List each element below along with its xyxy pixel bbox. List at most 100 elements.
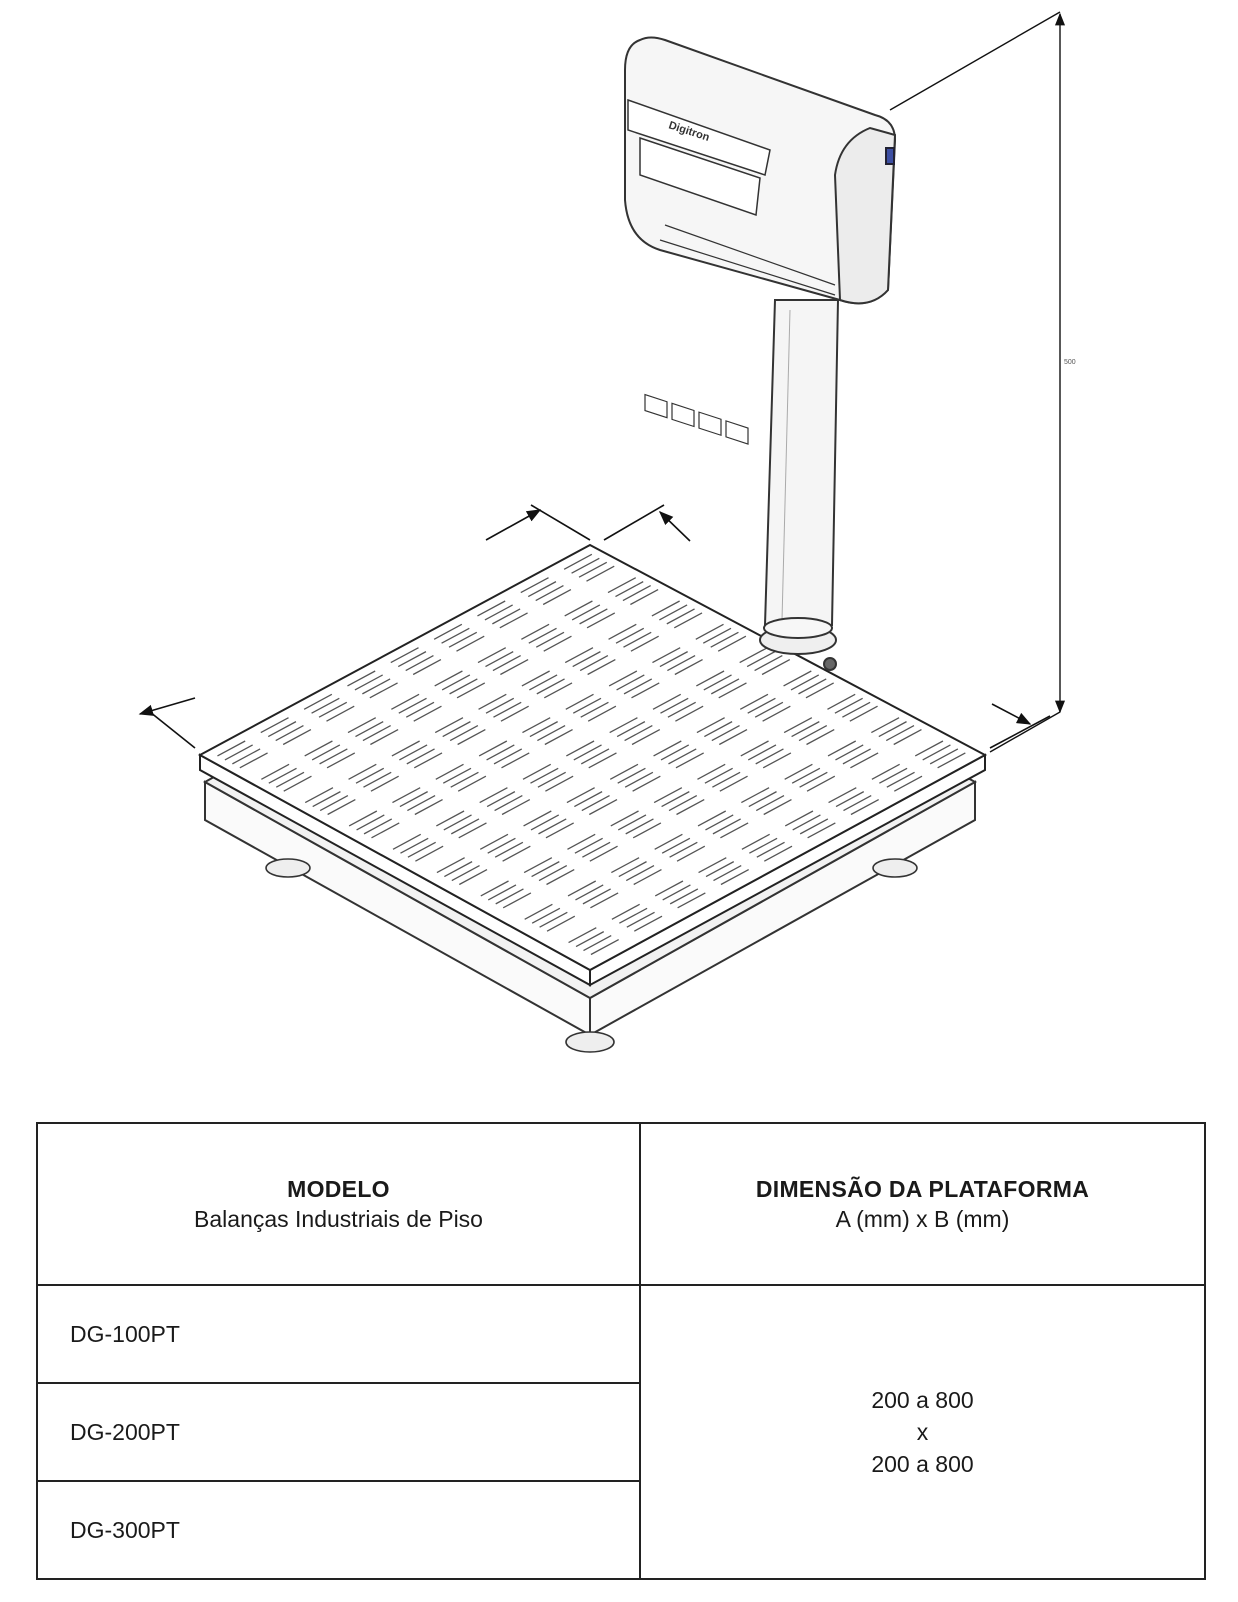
- tread-slot: [668, 795, 698, 812]
- tread-slot: [575, 931, 605, 948]
- tread-slot: [457, 775, 487, 792]
- tread-slot: [937, 752, 966, 769]
- tread-slot: [529, 674, 558, 691]
- tread-slot: [567, 880, 597, 897]
- tread-slot: [523, 810, 552, 827]
- tread-slot: [748, 791, 777, 808]
- tread-slot: [261, 763, 290, 780]
- tread-slot: [675, 705, 704, 722]
- tread-slot: [653, 787, 683, 804]
- tread-slot: [653, 740, 682, 757]
- tread-slot: [397, 651, 427, 668]
- tread-slot: [619, 907, 648, 924]
- tread-slot: [719, 775, 748, 792]
- tread-slot: [492, 608, 521, 625]
- tread-slot: [527, 581, 557, 598]
- tread-slot: [667, 701, 696, 718]
- tread-slot: [217, 740, 246, 757]
- tread-slot: [304, 787, 334, 804]
- tread-slot: [624, 725, 653, 742]
- tread-slot: [623, 678, 653, 695]
- tread-slot: [354, 674, 383, 691]
- tread-slot: [449, 725, 479, 742]
- tread-slot: [456, 682, 486, 699]
- tread-slot: [399, 791, 428, 808]
- tread-slot: [444, 861, 473, 878]
- tread-slot: [436, 857, 465, 874]
- tread-slot: [571, 604, 601, 621]
- tread-slot: [443, 814, 472, 831]
- tread-slot: [564, 647, 594, 664]
- tread-slot: [589, 845, 618, 862]
- tread-slot: [616, 674, 645, 691]
- tread-slot: [740, 740, 769, 757]
- tread-slot: [783, 717, 813, 734]
- tread-slot: [675, 752, 704, 769]
- tread-slot: [791, 721, 820, 738]
- tread-slot: [712, 818, 741, 835]
- tread-slot: [477, 600, 506, 617]
- tread-slot: [499, 612, 528, 629]
- tread-slot: [434, 717, 464, 734]
- tread-slot: [608, 623, 637, 640]
- tread-slot: [522, 763, 552, 780]
- tread-slot: [436, 810, 465, 827]
- tread-slot: [362, 678, 391, 695]
- tread-slot: [318, 701, 348, 718]
- tread-slot: [843, 795, 872, 812]
- tread-slot: [805, 682, 834, 699]
- tread-slot: [544, 728, 573, 746]
- tread-slot: [239, 752, 268, 769]
- tread-slot: [571, 557, 600, 574]
- tread-slot: [806, 728, 835, 746]
- header-model: MODELO Balanças Industriais de Piso: [36, 1122, 641, 1286]
- tread-slot: [741, 833, 770, 850]
- tread-slot: [761, 658, 791, 676]
- tread-slot: [312, 791, 341, 808]
- tread-slot: [450, 771, 479, 788]
- tread-slot: [530, 767, 559, 784]
- tread-slot: [696, 717, 725, 734]
- tread-slot: [356, 814, 385, 831]
- tread-slot: [580, 748, 610, 765]
- tread-slot: [615, 581, 644, 598]
- tread-slot: [260, 717, 289, 734]
- platform-top-plate: [197, 543, 988, 987]
- tread-slot: [536, 678, 565, 695]
- tread-slot: [834, 697, 863, 714]
- tread-slot: [914, 740, 944, 757]
- tread-slot: [660, 697, 689, 714]
- tread-slot: [711, 725, 740, 742]
- tread-slot: [523, 857, 553, 874]
- tread-slot: [478, 693, 507, 710]
- tread-slot: [566, 740, 595, 757]
- header-model-subtitle: Balanças Industriais de Piso: [194, 1206, 483, 1232]
- tread-slot: [478, 740, 508, 757]
- tread-slot: [631, 682, 660, 699]
- tread-slot: [762, 705, 791, 722]
- tread-slot: [835, 791, 865, 808]
- tread-slot: [705, 861, 735, 878]
- tread-slot: [531, 907, 561, 924]
- tread-slot: [363, 818, 393, 835]
- tread-slot: [441, 627, 470, 644]
- tread-slot: [578, 561, 608, 578]
- tread-slot: [799, 771, 828, 788]
- tread-slot: [574, 837, 603, 854]
- tread-slot: [479, 787, 508, 804]
- tread-slot: [625, 865, 655, 882]
- tread-slot: [392, 787, 421, 804]
- tread-slot: [660, 744, 690, 761]
- tread-slot: [458, 868, 488, 886]
- tread-slot: [283, 775, 312, 792]
- tread-slot: [702, 627, 732, 644]
- tread-slot: [347, 717, 377, 734]
- tread-slot: [835, 744, 864, 761]
- tread-slot: [485, 697, 515, 714]
- tread-slot: [521, 670, 550, 687]
- tread-slot: [624, 771, 654, 788]
- tread-slot: [827, 740, 857, 757]
- tread-slot: [673, 612, 703, 629]
- tread-slot: [457, 728, 486, 746]
- tread-slot: [696, 670, 725, 687]
